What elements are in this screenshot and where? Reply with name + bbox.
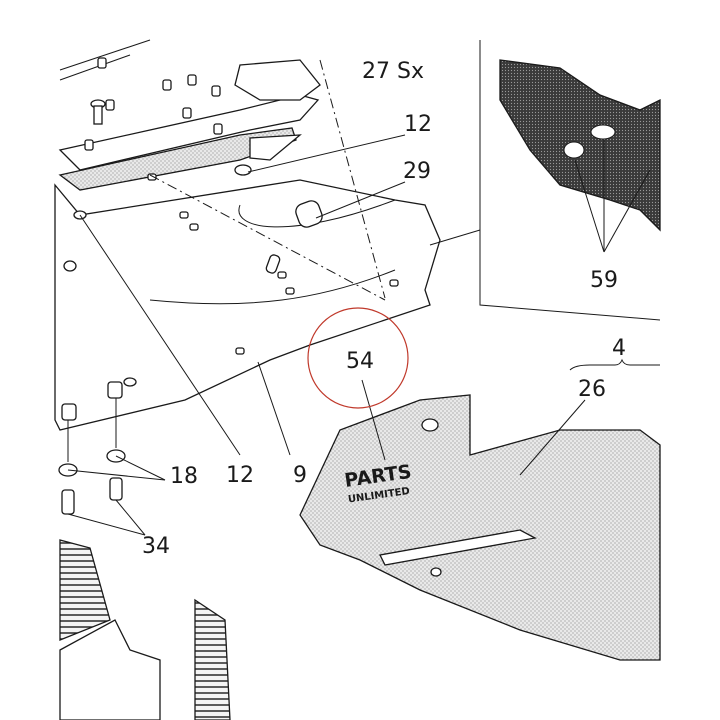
callout-18: 18 [170,464,198,489]
inset-emblem-left [563,141,585,159]
callout-29: 29 [403,159,431,184]
callout-59: 59 [590,268,618,293]
callout-34: 34 [142,534,170,559]
assembly-axis-lines [149,59,386,301]
callout-12-lower: 12 [226,463,254,488]
callout-labels: 27 Sx 12 29 59 54 4 26 18 12 9 34 [142,59,626,559]
callout-9: 9 [293,463,307,488]
callout-4: 4 [612,336,626,361]
callout-12-upper: 12 [404,112,432,137]
inset-emblem-right [590,124,616,140]
callout-54: 54 [346,349,374,374]
upper-mounting-bracket [58,39,321,191]
callout-26: 26 [578,377,606,402]
highlight-circle [307,307,409,409]
outer-fairing-part-26 [299,394,661,661]
inner-fairing-panel-part-9 [54,173,441,431]
leader-lines [67,134,660,536]
lower-grille-panel [59,539,231,720]
left-hardware [58,377,137,515]
bracket-studs [84,57,223,151]
inset-detail [429,40,661,321]
clip-part-29 [265,200,323,274]
callout-27-sx: 27 Sx [362,59,424,84]
screw-part-12-upper [90,99,252,176]
